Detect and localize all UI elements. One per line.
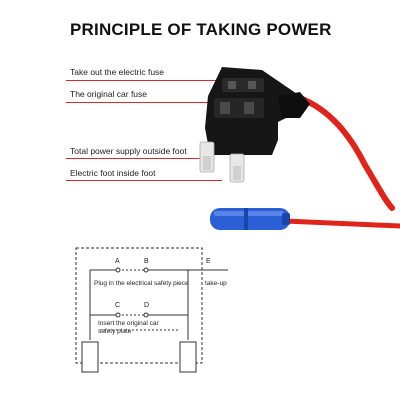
callout-line-total-power: [66, 158, 200, 159]
page-title: PRINCIPLE OF TAKING POWER: [70, 20, 332, 39]
fuse-holder: [199, 67, 310, 183]
red-wire: [297, 95, 395, 211]
blue-connector: [210, 208, 290, 230]
callout-line-take-out: [66, 80, 216, 81]
callout-electric-foot: Electric foot inside foot: [70, 168, 156, 178]
callout-line-electric-foot: [66, 180, 222, 181]
insert-label-line2: safety plate: [98, 328, 132, 335]
diagram-dashed-box: [75, 247, 203, 364]
callout-take-out-fuse: Take out the electric fuse: [70, 67, 165, 77]
circuit-diagram: [75, 247, 228, 373]
node-a-label: A: [115, 258, 120, 265]
node-e-label: E: [206, 258, 211, 265]
callout-line-original: [66, 102, 216, 103]
callout-total-power: Total power supply outside foot: [70, 146, 187, 156]
take-up-label: take-up: [205, 280, 227, 287]
node-b-label: B: [144, 258, 149, 265]
node-c-label: C: [115, 302, 121, 309]
plug-in-label: Plug in the electrical safety piece: [94, 280, 189, 287]
node-d-label: D: [144, 302, 150, 309]
red-wire-lower: [284, 218, 400, 229]
callout-original-fuse: The original car fuse: [70, 89, 148, 99]
insert-label-line1: Insert the original car: [98, 320, 159, 327]
